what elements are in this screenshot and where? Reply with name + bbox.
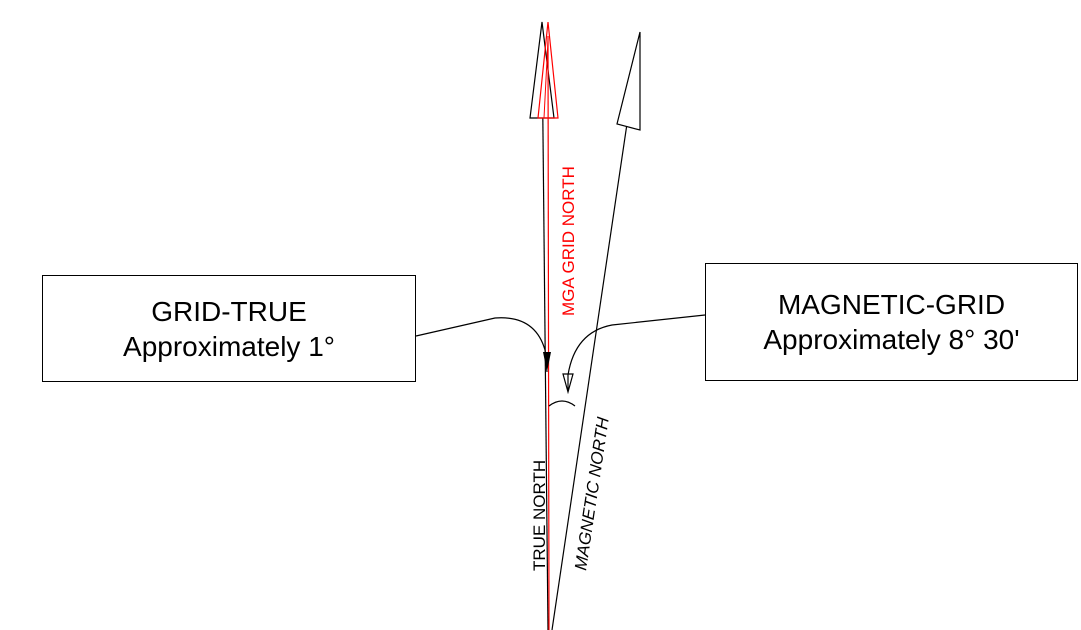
grid-true-title: GRID-TRUE [151, 295, 307, 327]
grid-north-line [547, 35, 550, 630]
true-north-line [541, 35, 549, 630]
magnetic-grid-title: MAGNETIC-GRID [777, 289, 1006, 320]
grid-true-callout: GRID-TRUE Approximately 1° [42, 275, 416, 382]
grid-true-value: Approximately 1° [123, 330, 335, 362]
magnetic-grid-callout: MAGNETIC-GRID Approximately 8° 30' [705, 263, 1078, 381]
grid-true-arc [548, 400, 576, 407]
magnetic-north-line [551, 35, 641, 630]
true-north-label: TRUE NORTH [530, 460, 549, 571]
magnetic-grid-leader [567, 314, 706, 390]
mga-grid-north-label: MGA GRID NORTH [559, 166, 578, 316]
magnetic-grid-leader-arrow [562, 373, 574, 395]
grid-north-arrow-inner [543, 39, 549, 119]
true-north-arrowhead [529, 21, 555, 119]
grid-true-leader [415, 317, 548, 373]
magnetic-north-arrowhead [616, 31, 641, 131]
grid-true-leader-arrow [543, 352, 551, 372]
grid-north-arrowhead [537, 21, 559, 119]
magnetic-grid-value: Approximately 8° 30' [763, 324, 1020, 355]
magnetic-north-label: MAGNETIC NORTH [571, 415, 613, 571]
